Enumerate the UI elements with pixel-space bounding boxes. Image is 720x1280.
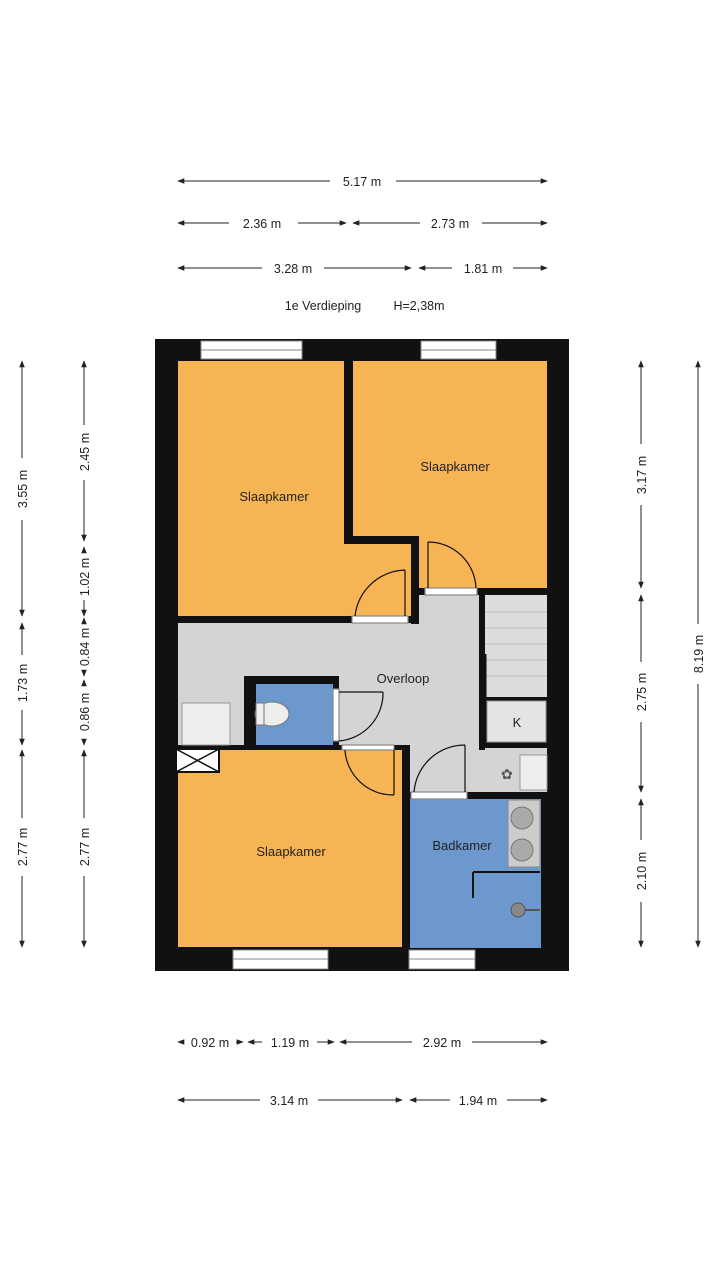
bedroom-top-left-floor: [178, 361, 411, 616]
room-label-bedroom-bottom-left: Slaapkamer: [256, 844, 326, 859]
tap-icon: ✿: [501, 767, 513, 783]
floor-height: H=2,38m: [393, 299, 444, 313]
shower-drain-icon: [510, 902, 526, 918]
room-label-bedroom-top-left: Slaapkamer: [239, 489, 309, 504]
dim-bottom-row1-c: 2.92 m: [423, 1036, 461, 1050]
dim-top-row3-left: 3.28 m: [274, 262, 312, 276]
dim-left-outer-top: 3.55 m: [16, 470, 30, 508]
dim-bottom-row1-b: 1.19 m: [271, 1036, 309, 1050]
dimension-lines: [19, 178, 701, 1103]
dim-right-inner-mid: 2.75 m: [635, 673, 649, 711]
dim-top-row2-left: 2.36 m: [243, 217, 281, 231]
dim-left-outer-bottom: 2.77 m: [16, 828, 30, 866]
dim-right-total: 8.19 m: [692, 635, 706, 673]
room-label-bedroom-top-right: Slaapkamer: [420, 459, 490, 474]
room-label-bathroom: Badkamer: [432, 838, 492, 853]
landing-cabinet: [181, 702, 231, 746]
fixtures: ✿: [181, 611, 548, 918]
dim-left-inner-a: 2.45 m: [78, 433, 92, 471]
dim-bottom-row2-right: 1.94 m: [459, 1094, 497, 1108]
dim-bottom-row2-left: 3.14 m: [270, 1094, 308, 1108]
windows: [200, 340, 497, 970]
duct-shaft: [175, 748, 220, 773]
bedroom-top-right-floor: [353, 361, 547, 588]
dim-right-inner-bottom: 2.10 m: [635, 852, 649, 890]
stairs-area: [485, 595, 547, 697]
dim-left-outer-mid: 1.73 m: [16, 664, 30, 702]
room-label-landing: Overloop: [377, 671, 430, 686]
closet-floor: [486, 700, 547, 743]
dim-left-inner-c: 0.84 m: [78, 628, 92, 666]
room-label-closet: K: [513, 715, 522, 730]
bedroom-bottom-left-floor: [178, 750, 402, 947]
dim-left-inner-d: 0.86 m: [78, 693, 92, 731]
dim-top-total: 5.17 m: [343, 175, 381, 189]
floor-name: 1e Verdieping: [285, 299, 362, 313]
dimension-labels: 5.17 m 2.36 m 2.73 m 3.28 m 1.81 m 0.92 …: [16, 175, 706, 1108]
dim-top-row3-right: 1.81 m: [464, 262, 502, 276]
doors: [332, 541, 478, 800]
dim-top-row2-right: 2.73 m: [431, 217, 469, 231]
sink-icon: [510, 806, 534, 830]
sink-icon: [510, 838, 534, 862]
stairs-steps: [483, 611, 547, 697]
dim-left-inner-b: 1.02 m: [78, 558, 92, 596]
dim-right-inner-top: 3.17 m: [635, 456, 649, 494]
washing-machine: [519, 754, 548, 791]
dim-bottom-row1-a: 0.92 m: [191, 1036, 229, 1050]
dim-left-inner-e: 2.77 m: [78, 828, 92, 866]
